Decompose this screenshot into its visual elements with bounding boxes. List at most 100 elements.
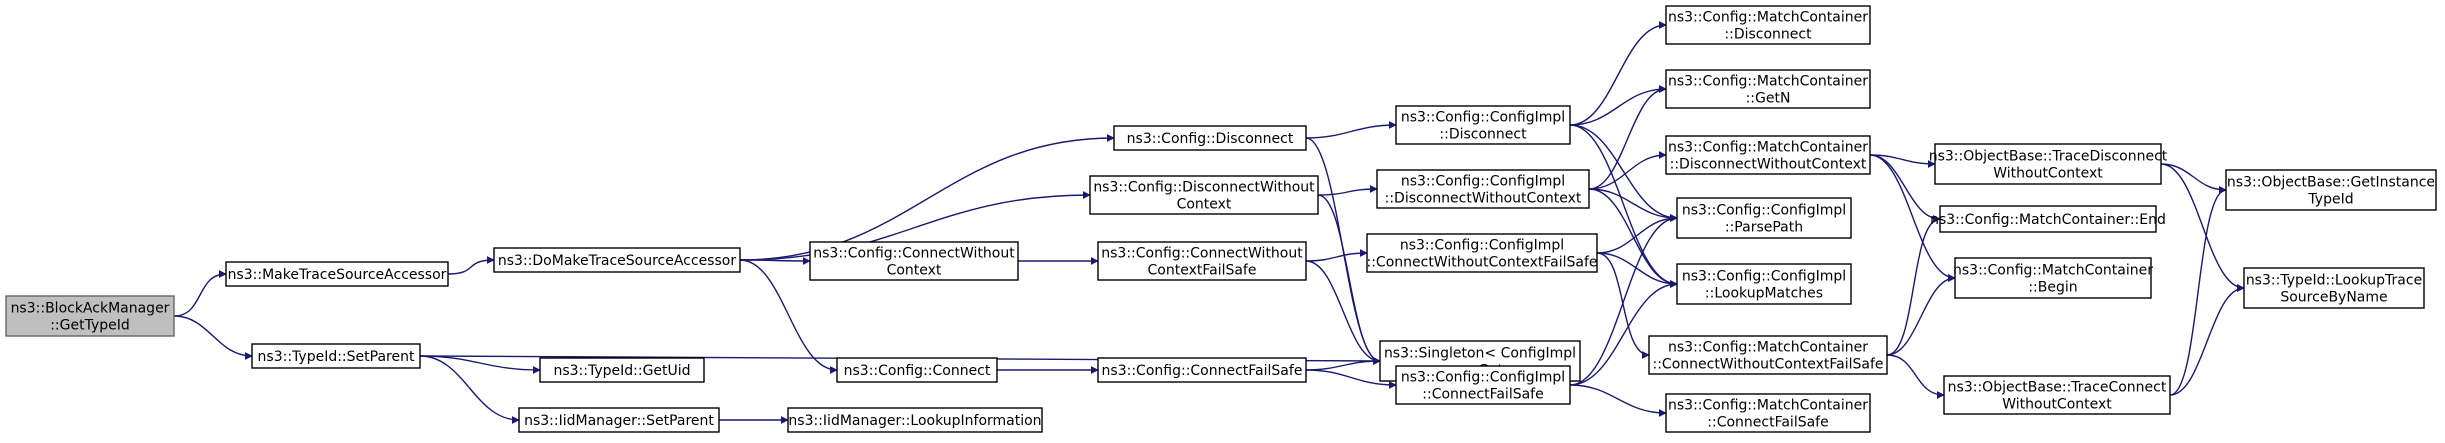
node-label: ns3::Config::MatchContainer	[1668, 398, 1868, 414]
node-mc-disconnectwc[interactable]: ns3::Config::MatchContainer::DisconnectW…	[1665, 135, 1871, 175]
node-box	[809, 241, 1019, 281]
node-label: ns3::Config::MatchContainer	[1953, 263, 2153, 279]
node-ob-tracedisconnect[interactable]: ns3::ObjectBase::TraceDisconnectWithoutC…	[1929, 143, 2168, 185]
node-label: ns3::Config::MatchContainer	[1668, 140, 1868, 156]
node-label: ::ConnectFailSafe	[1422, 387, 1543, 403]
node-label: ns3::Config::ConfigImpl	[1400, 238, 1564, 254]
node-label: ns3::Config::DisconnectWithout	[1093, 180, 1315, 196]
node-label: WithoutContext	[2002, 397, 2112, 413]
node-label: ContextFailSafe	[1148, 263, 1257, 279]
edge-disconnectwc-to-singleton	[1317, 194, 1381, 365]
node-ci-parsepath[interactable]: ns3::Config::ConfigImpl::ParsePath	[1676, 197, 1852, 239]
edge-mc-connectwcfs-to-ob-traceconnect	[1886, 354, 1945, 399]
node-label: ::Disconnect	[1724, 27, 1812, 43]
node-mc-getn[interactable]: ns3::Config::MatchContainer::GetN	[1665, 69, 1871, 109]
node-label: ::ConnectFailSafe	[1707, 415, 1828, 431]
node-label: ns3::Config::MatchContainer	[1668, 74, 1868, 90]
node-label: ::Disconnect	[1439, 127, 1527, 143]
node-box	[1366, 233, 1598, 273]
node-box	[1665, 69, 1871, 109]
node-iidlookup[interactable]: ns3::IidManager::LookupInformation	[787, 407, 1043, 433]
node-ci-disconnectwc[interactable]: ns3::Config::ConfigImpl::DisconnectWitho…	[1376, 169, 1590, 209]
node-box	[836, 357, 998, 383]
node-disconnect[interactable]: ns3::Config::Disconnect	[1113, 125, 1307, 151]
node-label: ns3::Config::MatchContainer::End	[1930, 212, 2166, 228]
node-box	[5, 295, 175, 337]
node-mc-begin[interactable]: ns3::Config::MatchContainer::Begin	[1953, 257, 2153, 299]
node-box	[1954, 257, 2152, 299]
node-label: ns3::Config::ConfigImpl	[1401, 370, 1565, 386]
node-ci-connectwcfs[interactable]: ns3::Config::ConfigImpl::ConnectWithoutC…	[1366, 233, 1598, 273]
node-box	[518, 407, 720, 433]
node-connectwcfs[interactable]: ns3::Config::ConnectWithoutContextFailSa…	[1097, 241, 1307, 281]
node-box	[1395, 365, 1571, 405]
edge-ci-connectfs-to-ci-lookup	[1569, 280, 1678, 386]
node-box	[1943, 375, 2171, 415]
node-setparent[interactable]: ns3::TypeId::SetParent	[251, 343, 421, 369]
node-ci-lookup[interactable]: ns3::Config::ConfigImpl::LookupMatches	[1676, 263, 1852, 305]
edge-mtsa-to-dmtsa	[447, 256, 495, 275]
node-mc-connectwcfs[interactable]: ns3::Config::MatchContainer::ConnectWith…	[1648, 335, 1888, 375]
edge-dmtsa-to-disconnect	[739, 134, 1115, 261]
edge-ci-disconnectwc-to-mc-getn	[1588, 85, 1667, 190]
edge-ci-disconnectwc-to-mc-disconnectwc	[1588, 151, 1667, 190]
node-label: ns3::Config::ConfigImpl	[1682, 269, 1846, 285]
edge-disconnect-to-ci-disconnect	[1305, 121, 1397, 139]
node-box	[493, 247, 741, 273]
node-getuid[interactable]: ns3::TypeId::GetUid	[539, 357, 705, 383]
edge-connectfs-to-singleton	[1305, 357, 1381, 371]
node-label: ns3::Config::MatchContainer	[1668, 10, 1868, 26]
node-label: ::GetTypeId	[50, 318, 130, 334]
node-label: ns3::Config::ConfigImpl	[1401, 174, 1565, 190]
node-disconnectwc[interactable]: ns3::Config::DisconnectWithoutContext	[1089, 175, 1319, 215]
node-box	[1648, 335, 1888, 375]
node-label: WithoutContext	[1993, 166, 2103, 182]
node-label: TypeId	[2307, 192, 2353, 208]
node-root[interactable]: ns3::BlockAckManager::GetTypeId	[5, 295, 175, 337]
node-iidsetparent[interactable]: ns3::IidManager::SetParent	[518, 407, 720, 433]
node-box	[251, 343, 421, 369]
node-box	[2225, 169, 2437, 211]
edge-disconnectwc-to-ci-disconnectwc	[1317, 185, 1378, 196]
node-dmtsa[interactable]: ns3::DoMakeTraceSourceAccessor	[493, 247, 741, 273]
nodes-layer: ns3::BlockAckManager::GetTypeId ns3::Make…	[5, 5, 2437, 433]
edge-mc-disconnectwc-to-ob-tracedisconnect	[1869, 154, 1936, 168]
node-mtsa[interactable]: ns3::MakeTraceSourceAccessor	[225, 261, 449, 287]
node-label: ns3::MakeTraceSourceAccessor	[228, 267, 447, 283]
edge-ob-tracedisconnect-to-ob-getinstance	[2160, 163, 2227, 194]
node-label: ns3::TypeId::SetParent	[258, 349, 415, 365]
edge-dmtsa-to-connect	[739, 259, 838, 374]
edge-ob-traceconnect-to-tid-lookuptrace	[2169, 284, 2245, 396]
node-box	[1676, 197, 1852, 239]
edge-mc-connectwcfs-to-mc-begin	[1886, 274, 1956, 356]
node-label: ns3::TypeId::LookupTrace	[2246, 273, 2422, 289]
node-label: ns3::Config::ConnectFailSafe	[1102, 363, 1303, 379]
node-mc-end[interactable]: ns3::Config::MatchContainer::End	[1930, 205, 2166, 233]
edge-ci-connectfs-to-ci-parsepath	[1569, 214, 1678, 386]
node-label: ns3::ObjectBase::TraceDisconnect	[1929, 149, 2168, 165]
node-connect[interactable]: ns3::Config::Connect	[836, 357, 998, 383]
node-box	[1676, 263, 1852, 305]
node-label: ns3::Config::ConnectWithout	[813, 246, 1015, 262]
node-connectwc[interactable]: ns3::Config::ConnectWithoutContext	[809, 241, 1019, 281]
node-label: ns3::Config::ConfigImpl	[1682, 203, 1846, 219]
edge-connectwcfs-to-singleton	[1305, 260, 1381, 365]
node-label: ::Begin	[2028, 280, 2077, 296]
edge-ci-connectwcfs-to-ci-parsepath	[1596, 214, 1678, 254]
edge-ci-connectfs-to-mc-connectfs	[1569, 384, 1667, 417]
node-ci-disconnect[interactable]: ns3::Config::ConfigImpl::Disconnect	[1395, 105, 1571, 145]
node-box	[1665, 5, 1871, 45]
node-box	[1097, 357, 1307, 383]
node-label: ns3::BlockAckManager	[11, 301, 170, 317]
node-label: ns3::Config::Connect	[844, 363, 991, 379]
node-mc-connectfs[interactable]: ns3::Config::MatchContainer::ConnectFail…	[1665, 393, 1871, 433]
node-ci-connectfs[interactable]: ns3::Config::ConfigImpl::ConnectFailSafe	[1395, 365, 1571, 405]
edge-mc-connectwcfs-to-mc-end	[1886, 215, 1941, 356]
node-ob-traceconnect[interactable]: ns3::ObjectBase::TraceConnectWithoutCont…	[1943, 375, 2171, 415]
node-mc-disconnect[interactable]: ns3::Config::MatchContainer::Disconnect	[1665, 5, 1871, 45]
node-label: ns3::Config::Disconnect	[1127, 131, 1294, 147]
node-connectfs[interactable]: ns3::Config::ConnectFailSafe	[1097, 357, 1307, 383]
